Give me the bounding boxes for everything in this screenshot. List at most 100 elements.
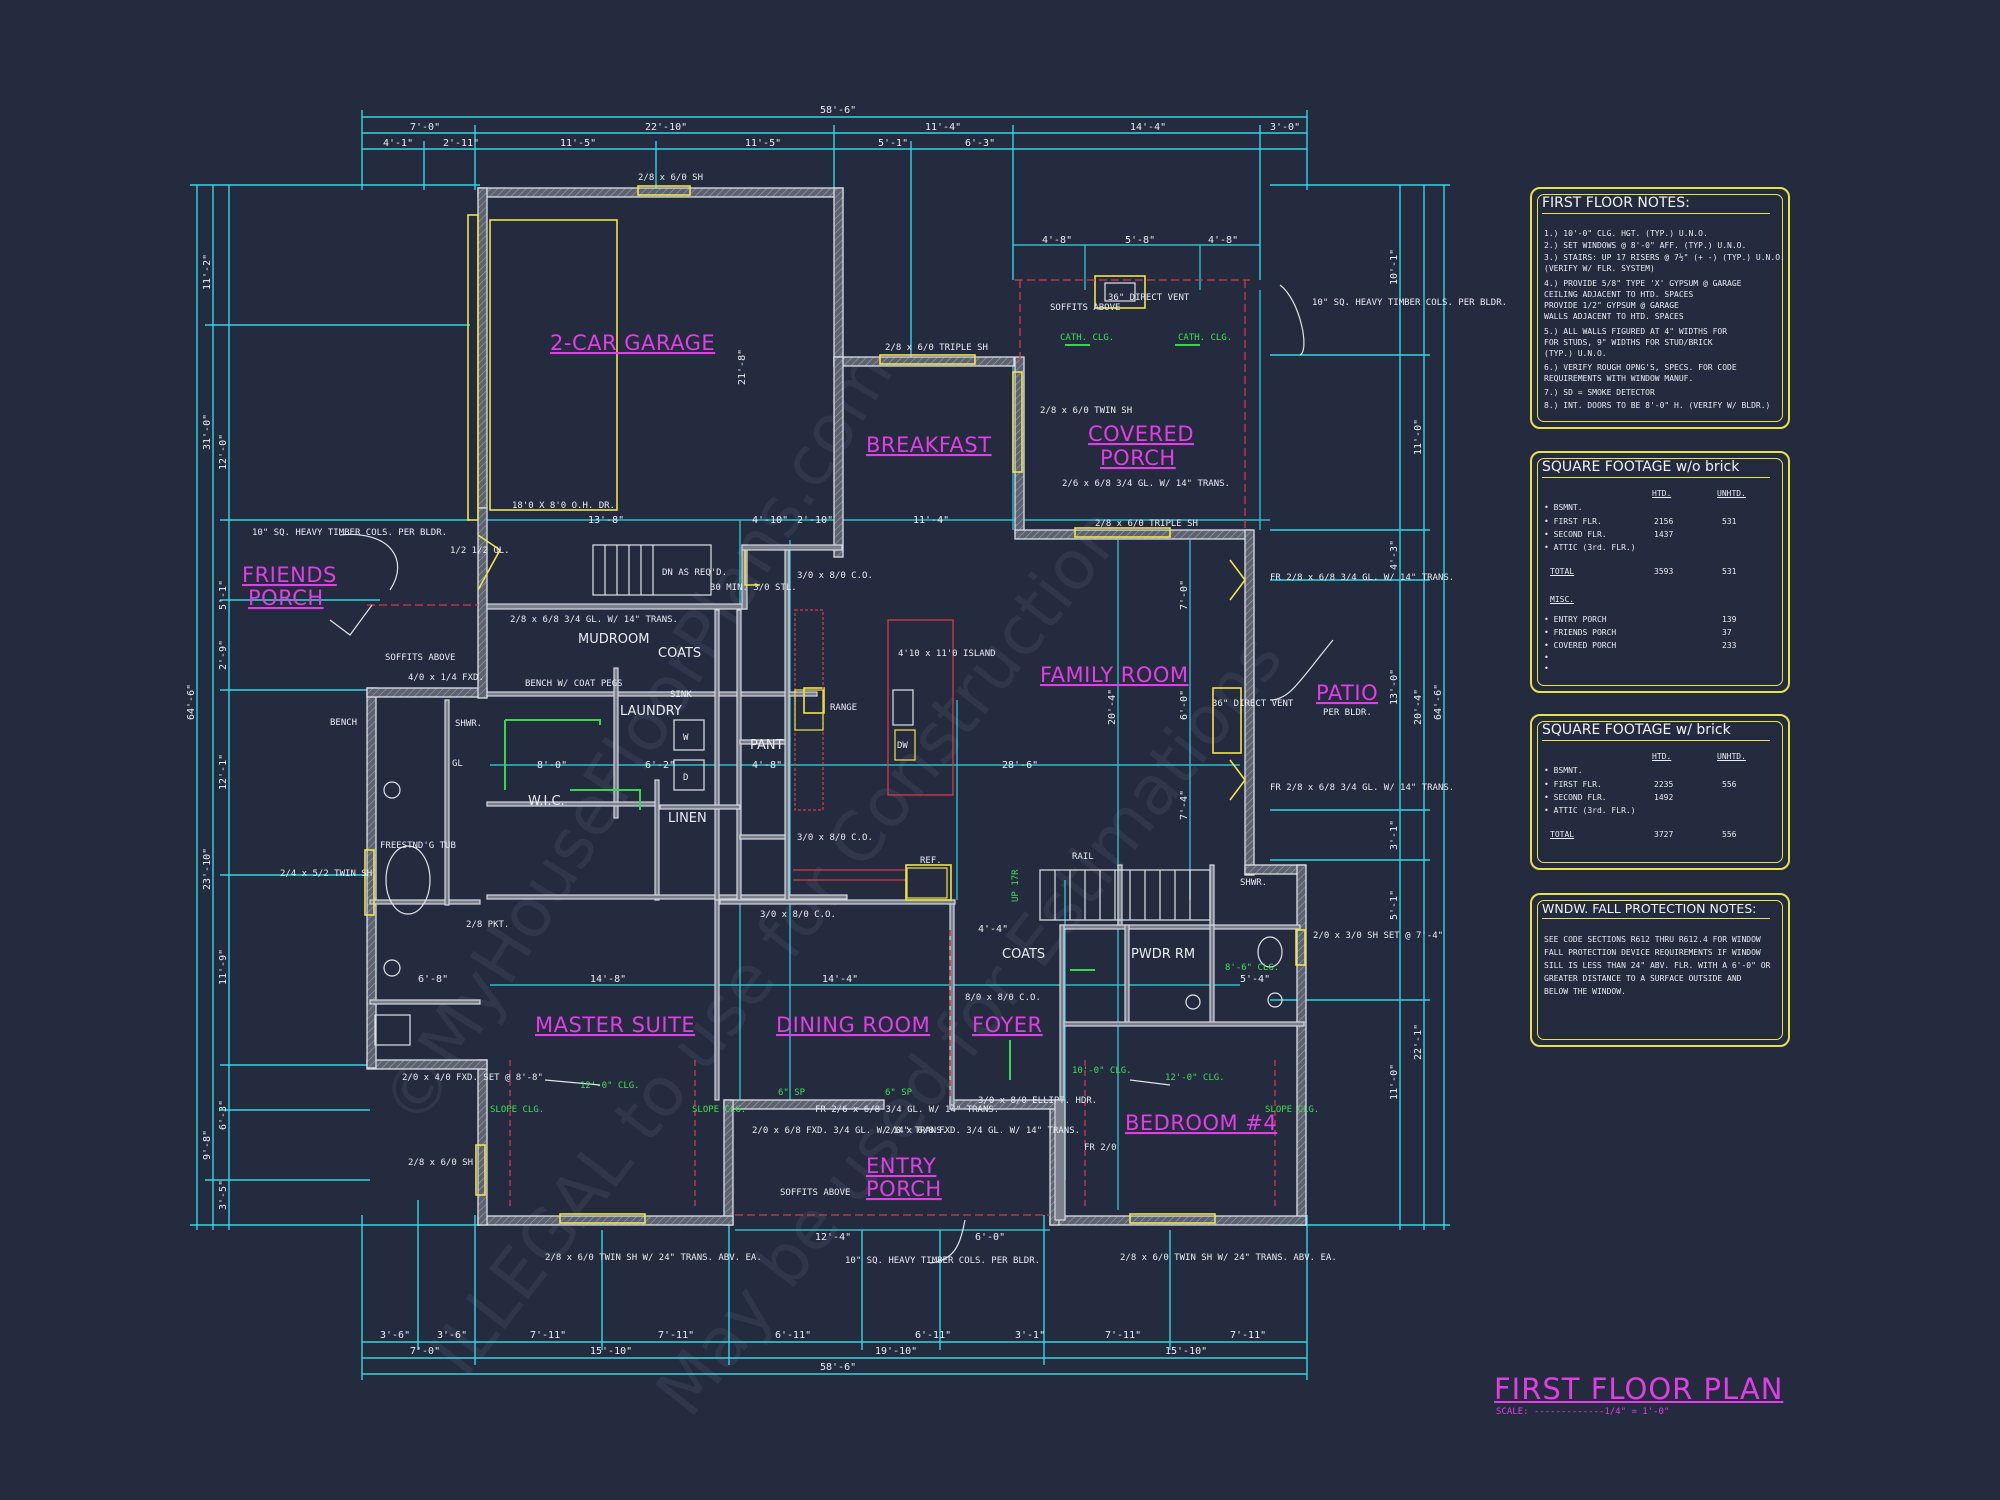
label-cath-clg-1: CATH. CLG. — [1060, 333, 1114, 343]
sqft-row-label: • BSMNT. — [1544, 766, 1583, 775]
label-fr-b: FR 2/8 x 6/8 3/4 GL. W/ 14" TRANS. — [1270, 783, 1454, 793]
dim-overall-left: 64'-6" — [186, 684, 197, 720]
dim-interior: 28'-6" — [1002, 760, 1038, 771]
label-sh-bath4: 2/0 x 3/0 SH SET @ 7'-4" — [1313, 931, 1443, 941]
misc-row-label: • — [1544, 664, 1549, 673]
label-up: UP 17R — [1011, 869, 1021, 902]
sqft-row-htd: 2235 — [1654, 780, 1674, 789]
label-wic: W.I.C. — [528, 794, 565, 809]
dim-left: 12'-0" — [218, 434, 229, 470]
label-rail: RAIL — [1072, 852, 1094, 862]
dim-left: 3'-5" — [218, 1180, 229, 1210]
label-dn: DN AS REQ'D. — [662, 568, 727, 578]
dim-interior: 21'-8" — [737, 349, 748, 385]
label-fxd-entry-r: 2/0 x 6/8 FXD. 3/4 GL. W/ 14" TRANS. — [885, 1126, 1080, 1136]
interior-walls — [369, 544, 1305, 1221]
windows — [364, 185, 1306, 1224]
dim-interior: 11'-4" — [913, 515, 949, 526]
label-bench-coat: BENCH W/ COAT PEGS — [525, 679, 623, 689]
label-clg-bed: 12'-0" CLG. — [1165, 1073, 1225, 1083]
label-dw: DW — [897, 741, 908, 751]
label-triple-sh-1: 2/8 x 6/0 TRIPLE SH — [885, 343, 988, 353]
dim-bot1: 7'-11" — [1105, 1330, 1141, 1341]
dim-bot1: 3'-6" — [380, 1330, 410, 1341]
dim-right: 22'-1" — [1413, 1024, 1424, 1060]
label-fxd-entry-l: 2/0 x 6/8 FXD. 3/4 GL. W/ 14" TRANS. — [752, 1126, 947, 1136]
sqft-total-htd: 3727 — [1654, 830, 1674, 839]
sqft-total-unhtd: 531 — [1722, 567, 1737, 576]
note-line: 3.) STAIRS: UP 17 RISERS @ 7½" (+ -) (TY… — [1544, 253, 1785, 262]
fall-line: SILL IS LESS THAN 24" ABV. FLR. WITH A 6… — [1544, 961, 1771, 970]
dim-interior: 5'-4" — [1240, 974, 1270, 985]
dim-right: 11'-0" — [1389, 1064, 1400, 1100]
label-range: RANGE — [830, 703, 857, 713]
dim-overall-right: 64'-6" — [1433, 684, 1444, 720]
dim-left: 23'-10" — [202, 848, 213, 890]
label-laundry: LAUNDRY — [620, 704, 682, 719]
dim-left: 5'-1" — [218, 580, 229, 610]
label-gl: GL — [452, 759, 463, 769]
dim-interior: 7'-4" — [1179, 790, 1190, 820]
dim-right: 4'-3" — [1389, 540, 1400, 570]
fall-protection-panel: WNDW. FALL PROTECTION NOTES: SEE CODE SE… — [1530, 893, 1790, 1047]
note-line: 5.) ALL WALLS FIGURED AT 4" WIDTHS FOR — [1544, 327, 1728, 336]
dim-interior: 4'-4" — [978, 924, 1008, 935]
dim-top2: 11'-5" — [745, 138, 781, 149]
label-bench: BENCH — [330, 718, 357, 728]
label-co-3: 3/0 x 8/0 C.O. — [760, 910, 836, 920]
label-tub: FREESTND'G TUB — [380, 841, 456, 851]
dim-right: 20'-4" — [1413, 689, 1424, 725]
room-friends-porch-2: PORCH — [248, 586, 324, 610]
room-friends-porch-1: FRIENDS — [242, 563, 337, 587]
dim-left: 2'-9" — [218, 640, 229, 670]
room-master-suite: MASTER SUITE — [535, 1013, 695, 1037]
annotations: MUDROOM COATS LAUNDRY W.I.C. LINEN PANT … — [252, 173, 1507, 1266]
label-slope-1: SLOPE CLG. — [490, 1105, 544, 1115]
misc-row-val: 37 — [1722, 628, 1732, 637]
dim-left: 6'-3" — [218, 1100, 229, 1130]
label-fxd-left: 4/0 x 1/4 FXD. — [408, 673, 484, 683]
panel-frame — [1537, 721, 1783, 863]
label-ellipt: 3/0 x 8/0 ELLIPT. HDR. — [978, 1096, 1097, 1106]
label-sp-1: 6" SP — [778, 1088, 806, 1098]
dim-interior: 14'-8" — [590, 974, 626, 985]
dim-bot1: 6'-11" — [775, 1330, 811, 1341]
dim-top1: 7'-0" — [410, 122, 440, 133]
label-direct-vent-top: 36" DIRECT VENT — [1108, 293, 1190, 303]
label-twin-master-bot: 2/8 x 6/0 TWIN SH W/ 24" TRANS. ABV. EA. — [545, 1253, 762, 1263]
sqft-row-htd: 2156 — [1654, 517, 1674, 526]
dim-top2: 11'-5" — [560, 138, 596, 149]
note-line: 2.) SET WINDOWS @ 8'-0" AFF. (TYP.) U.N.… — [1544, 241, 1747, 250]
label-slope-3: SLOPE CLG. — [1265, 1105, 1319, 1115]
label-fxd-bath: 2/0 x 4/0 FXD. SET @ 8'-8" — [402, 1073, 543, 1083]
panel-frame — [1537, 194, 1783, 422]
sqft-total-label: TOTAL — [1550, 830, 1575, 839]
label-sh-top: 2/8 x 6/0 SH — [638, 173, 703, 183]
sqft-no-brick-panel: SQUARE FOOTAGE w/o brick HTD. UNHTD. • B… — [1530, 451, 1790, 693]
sqft-row-label: • FIRST FLR. — [1544, 517, 1602, 526]
label-pkt: 2/8 PKT. — [466, 920, 509, 930]
label-stl: 30 MIN. 3/0 STL. — [710, 583, 797, 593]
sqft-total-label: TOTAL — [1550, 567, 1575, 576]
label-clg-master: 12'-0" CLG. — [580, 1081, 640, 1091]
room-family-room: FAMILY ROOM — [1040, 663, 1189, 687]
sqft-row-label: • ATTIC (3rd. FLR.) — [1544, 806, 1636, 815]
label-cath-clg-2: CATH. CLG. — [1178, 333, 1232, 343]
dim-bot1: 7'-11" — [530, 1330, 566, 1341]
dim-left: 31'-0" — [202, 414, 213, 450]
label-timber-right: 10" SQ. HEAVY TIMBER COLS. PER BLDR. — [1312, 298, 1507, 308]
label-dryer: D — [683, 773, 688, 783]
dim-interior: 7'-0" — [1179, 580, 1190, 610]
dim-bot1: 6'-11" — [915, 1330, 951, 1341]
dim-overall-bottom: 58'-6" — [820, 1362, 856, 1373]
label-pwdr-rm: PWDR RM — [1131, 947, 1195, 962]
label-island: 4'10 x 11'0 ISLAND — [898, 649, 996, 659]
fixtures — [374, 282, 1283, 1046]
label-coats-foyer: COATS — [1002, 947, 1045, 962]
dim-bot1: 7'-11" — [658, 1330, 694, 1341]
sqft-brick-panel: SQUARE FOOTAGE w/ brick HTD. UNHTD. • BS… — [1530, 714, 1790, 870]
sqft-row-unhtd: 556 — [1722, 780, 1737, 789]
plan-scale: SCALE: -------------1/4" = 1'-0" — [1496, 1407, 1670, 1417]
label-gl-trans-br: 2/6 x 6/8 3/4 GL. W/ 14" TRANS. — [1062, 479, 1230, 489]
label-mudroom: MUDROOM — [578, 632, 649, 647]
